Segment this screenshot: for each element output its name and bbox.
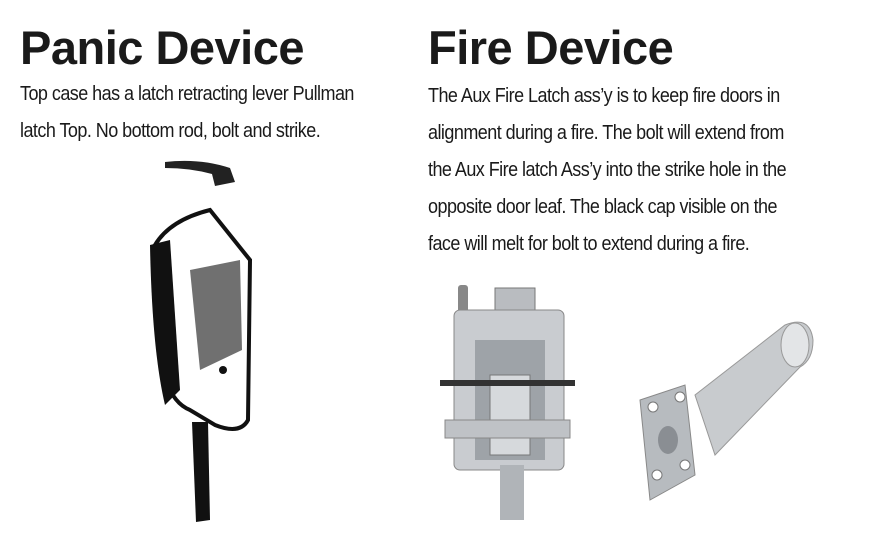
panic-device-sketch [150, 160, 253, 522]
fire-device-heading: Fire Device [428, 21, 674, 74]
fire-bolt-photo [639, 321, 814, 501]
panic-device-heading: Panic Device [20, 21, 305, 74]
fire-device-description: The Aux Fire Latch ass’y is to keep fire… [428, 78, 787, 263]
fire-line: The Aux Fire Latch ass’y is to keep fire… [428, 85, 780, 107]
fire-line: face will melt for bolt to extend during… [428, 233, 750, 255]
panic-line: Top case has a latch retracting lever Pu… [20, 83, 354, 105]
panic-line: latch Top. No bottom rod, bolt and strik… [20, 120, 321, 142]
panic-device-description: Top case has a latch retracting lever Pu… [20, 76, 354, 150]
aux-fire-latch-photo [440, 285, 575, 520]
fire-line: opposite door leaf. The black cap visibl… [428, 196, 778, 218]
fire-line: alignment during a fire. The bolt will e… [428, 122, 784, 144]
fire-line: the Aux Fire latch Ass’y into the strike… [428, 159, 787, 181]
